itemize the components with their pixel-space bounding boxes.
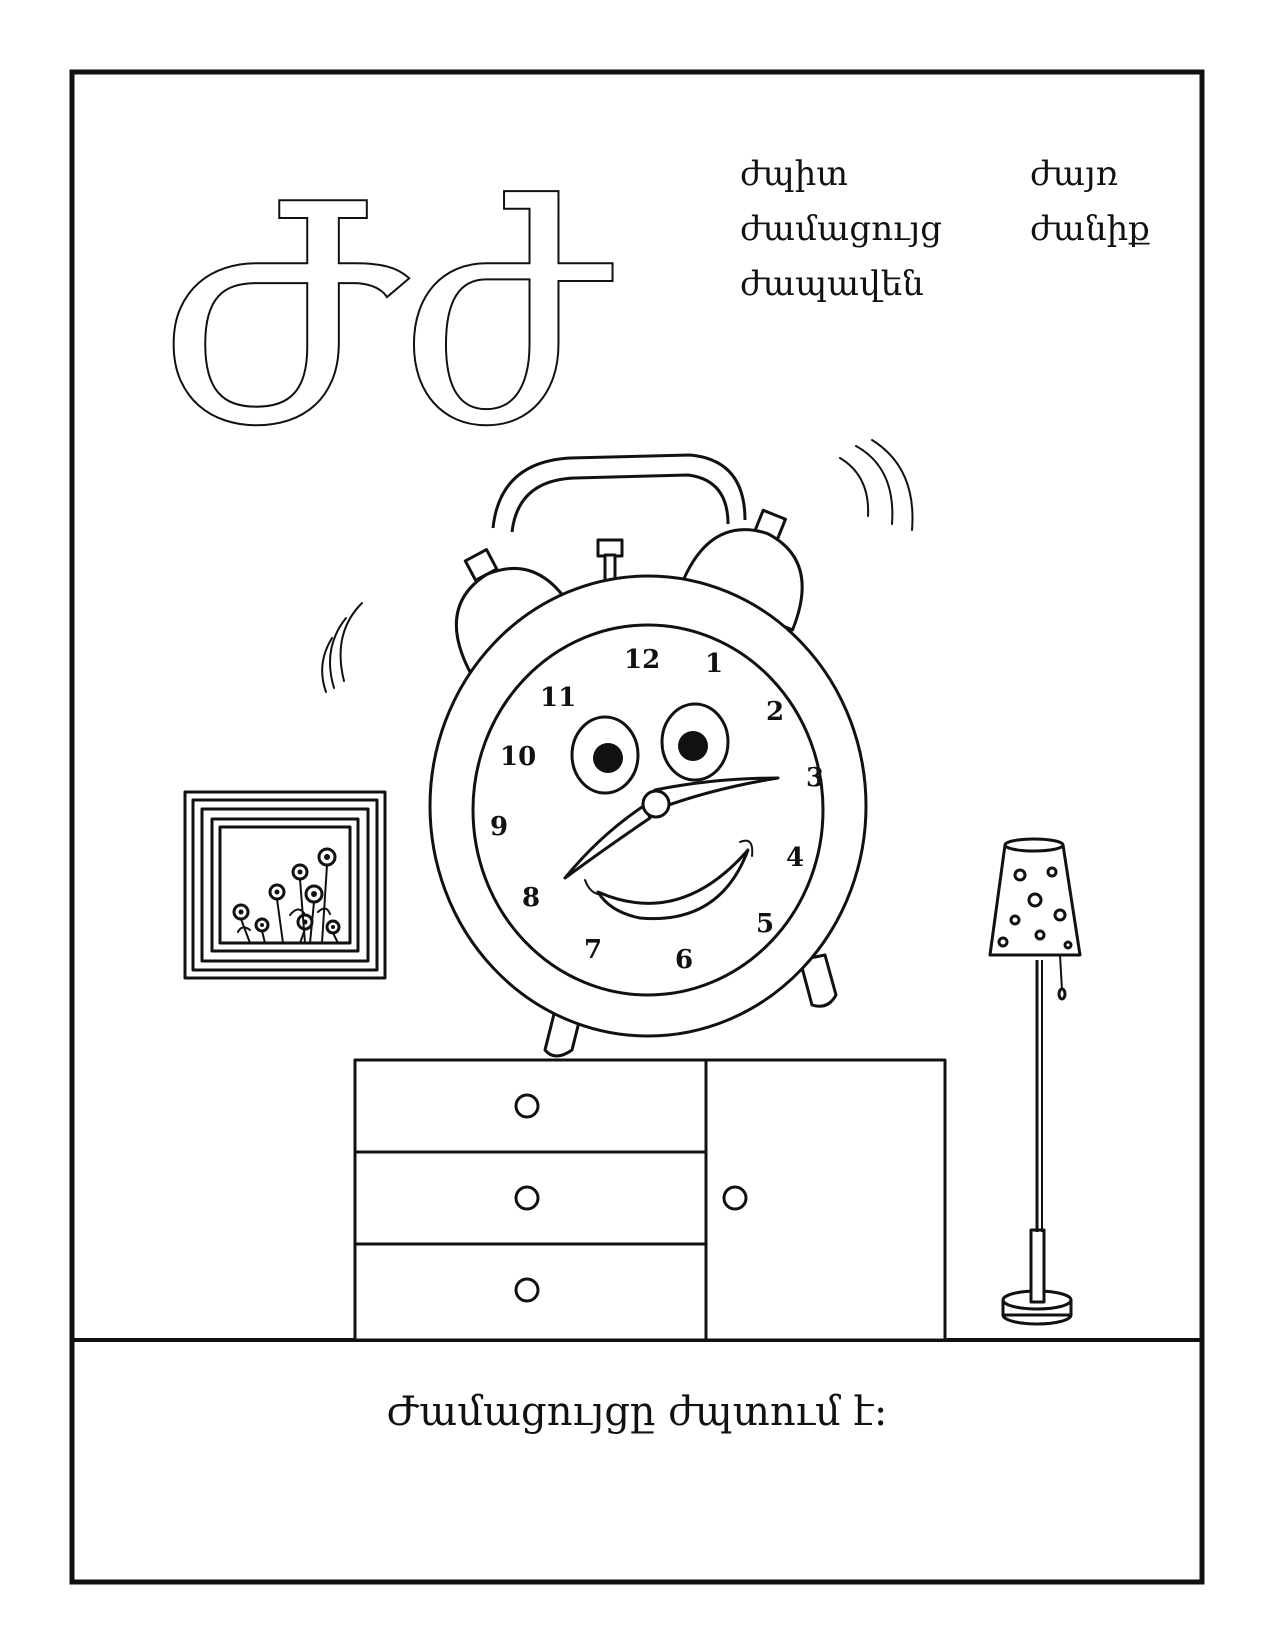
clock-number: 11: [540, 683, 576, 713]
smile: [596, 848, 750, 921]
word-5: ժապավեն: [740, 264, 924, 304]
door-knob: [722, 1185, 748, 1211]
clock-number: 2: [766, 697, 784, 727]
flowers-icon: [232, 847, 341, 944]
clock-number: 6: [675, 945, 693, 975]
clock-number: 5: [756, 909, 774, 939]
word-3: ժամացույց: [740, 209, 942, 249]
clock-number: 8: [522, 883, 540, 913]
clock-number: 4: [786, 843, 804, 873]
clock-numbers: 12 1 2 3 4 5 6 7 8 9 10 11: [490, 645, 824, 975]
alarm-clock: 12 1 2 3 4 5 6 7 8 9 10 11: [321, 439, 914, 1058]
clock-number: 7: [584, 935, 602, 965]
uppercase-letter: Ժ: [160, 142, 408, 491]
example-sentence: Ժամացույցը ժպտում է:: [387, 1389, 888, 1435]
minute-hand: [653, 776, 780, 810]
word-2: ժայռ: [1030, 154, 1118, 194]
drawer-knob: [514, 1185, 540, 1211]
clock-number: 10: [500, 742, 536, 772]
hour-hand: [563, 803, 652, 880]
floor-lamp: [988, 837, 1082, 1326]
lowercase-letter: ժ: [400, 142, 616, 491]
word-1: ժպիտ: [740, 154, 848, 194]
clock-number: 9: [490, 812, 508, 842]
clock-number: 3: [806, 763, 824, 793]
dresser: [353, 1058, 947, 1342]
word-4: ժանիք: [1030, 209, 1150, 249]
clock-number: 12: [624, 645, 660, 675]
wall-picture: [183, 790, 387, 980]
drawer-knob: [514, 1093, 540, 1119]
clock-number: 1: [705, 649, 723, 679]
drawer-knob: [514, 1277, 540, 1303]
